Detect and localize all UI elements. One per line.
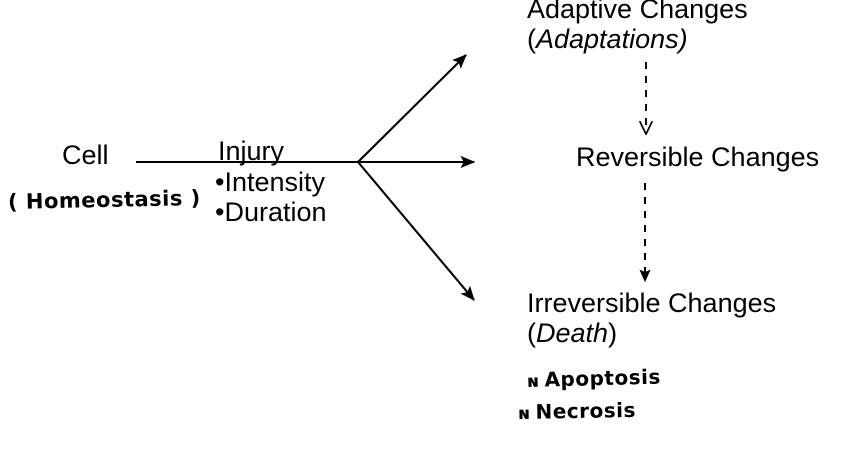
node-adaptive-changes: Adaptive Changes (Adaptations) xyxy=(527,0,748,54)
annotation-apoptosis-label: Apoptosis xyxy=(544,364,662,392)
handwritten-bullet-icon: ɴ xyxy=(517,403,531,424)
paren-close: ) xyxy=(678,24,688,55)
list-item-intensity: •Intensity xyxy=(215,167,326,197)
node-reversible-changes: Reversible Changes xyxy=(576,142,820,172)
node-irreversible-changes-title: Irreversible Changes xyxy=(527,288,777,318)
node-death-word: Death xyxy=(536,318,609,349)
paren-open: ( xyxy=(527,24,536,55)
injury-factor-list: •Intensity •Duration xyxy=(215,167,327,227)
node-irreversible-changes: Irreversible Changes (Death) xyxy=(527,288,776,348)
connector-branch-to-irreversible xyxy=(357,161,475,301)
paren-close-death: ) xyxy=(608,318,618,349)
handwritten-bullet-icon: ɴ xyxy=(526,371,540,392)
node-adaptive-changes-title: Adaptive Changes xyxy=(527,0,748,24)
node-adaptations-subtitle: (Adaptations) xyxy=(527,24,748,54)
paren-open-death: ( xyxy=(527,318,536,349)
node-injury: Injury xyxy=(218,136,285,166)
node-death-subtitle: (Death) xyxy=(527,318,776,348)
annotation-homeostasis: ( Homeostasis ) xyxy=(7,185,201,214)
annotation-necrosis-label: Necrosis xyxy=(535,397,637,424)
list-item-duration: •Duration xyxy=(215,197,327,228)
node-cell: Cell xyxy=(62,140,109,170)
node-adaptations-word: Adaptations xyxy=(536,24,679,55)
connector-branch-to-adaptive xyxy=(357,54,467,163)
